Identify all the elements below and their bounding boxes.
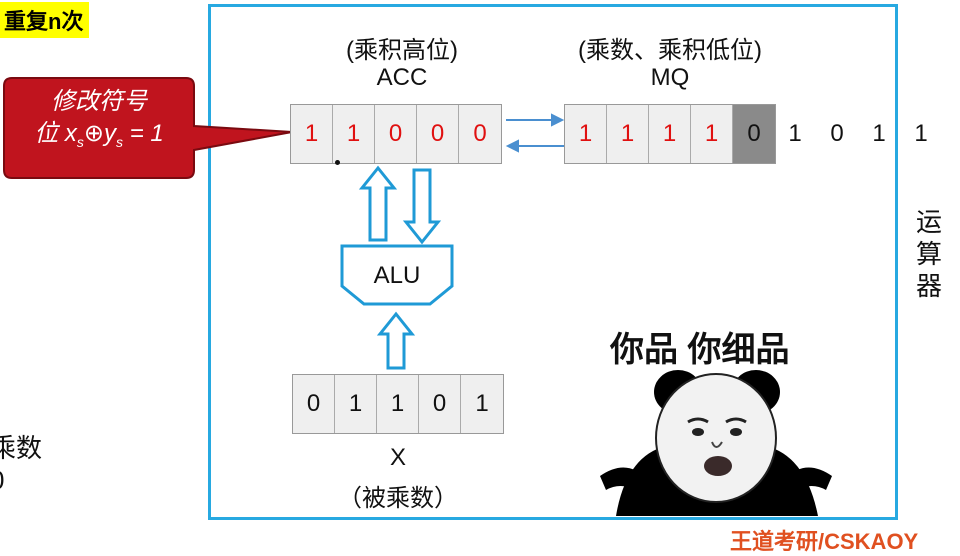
x-register: 0 1 1 0 1 <box>292 374 504 434</box>
mq-name: MQ <box>650 64 690 91</box>
callout-line1: 修改符号 <box>51 88 147 115</box>
shifted-bit: 1 <box>914 120 928 147</box>
acc-bit: 1 <box>333 105 375 163</box>
diagram-connectors <box>340 113 565 370</box>
shifted-bit: 1 <box>788 120 802 147</box>
x-to-alu-arrow <box>376 311 416 370</box>
x-name: X <box>389 444 406 471</box>
acc-name: ACC <box>376 64 428 91</box>
x-description: （被乘数） <box>338 485 458 512</box>
mq-bit: 1 <box>649 105 691 163</box>
callout-line2: 位 xs⊕ys = 1 <box>34 120 164 150</box>
acc-register: 1 1 0 0 0 <box>290 104 502 164</box>
mq-description: (乘数、乘积低位) <box>578 37 762 64</box>
shifted-out-bits: 1 0 1 1 <box>774 105 942 163</box>
mq-bit-current: 0 <box>733 105 775 163</box>
callout-shape <box>3 77 293 179</box>
multiplier-partial-label: 乘数 0 <box>0 433 43 495</box>
alu-unit-frame <box>208 4 898 520</box>
watermark-text: 王道考研/CSKAOY <box>730 529 919 554</box>
acc-bit: 0 <box>375 105 417 163</box>
sign-bit-callout: 修改符号 位 xs⊕ys = 1 <box>6 86 192 158</box>
mq-bit: 1 <box>565 105 607 163</box>
repeat-n-times-label: 重复n次 <box>0 2 90 38</box>
alu-shape <box>340 244 454 306</box>
mq-bit: 1 <box>607 105 649 163</box>
x-bit: 0 <box>419 375 461 433</box>
alu-to-acc-arrow <box>358 165 398 242</box>
acc-bit: 0 <box>459 105 501 163</box>
dot-marker <box>335 160 340 165</box>
acc-bit: 1 <box>291 105 333 163</box>
panda-meme-image <box>600 370 832 516</box>
shifted-bit: 1 <box>872 120 886 147</box>
acc-to-alu-arrow <box>402 168 442 245</box>
acc-mq-arrows <box>505 113 565 153</box>
acc-description: (乘积高位) <box>346 37 458 64</box>
shifted-bit: 0 <box>830 120 844 147</box>
alu-label: ALU <box>373 262 421 289</box>
arithmetic-unit-label: 运 算 器 <box>915 207 942 301</box>
meme-caption: 你品 你细品 <box>610 331 790 369</box>
x-bit: 0 <box>293 375 335 433</box>
x-bit: 1 <box>377 375 419 433</box>
x-bit: 1 <box>335 375 377 433</box>
acc-bit: 0 <box>417 105 459 163</box>
mq-register: 1 1 1 1 0 <box>564 104 776 164</box>
x-bit: 1 <box>461 375 503 433</box>
mq-bit: 1 <box>691 105 733 163</box>
